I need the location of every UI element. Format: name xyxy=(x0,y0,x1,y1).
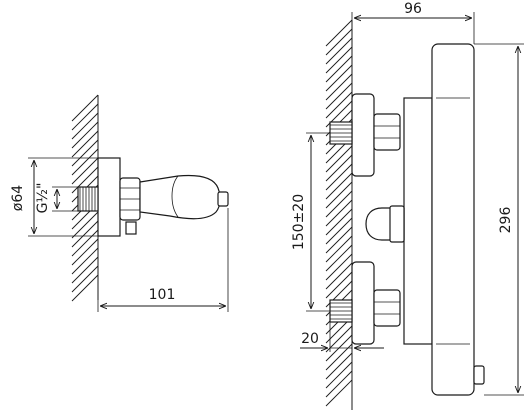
width-label: 96 xyxy=(404,1,422,17)
lower-flange xyxy=(351,261,375,345)
hatch-line xyxy=(325,46,353,74)
hatch-line xyxy=(71,139,99,167)
spacing-label: 150±20 xyxy=(291,194,307,250)
hatch-line xyxy=(325,217,353,245)
connector-stub xyxy=(125,221,137,235)
hatch-line xyxy=(325,190,353,218)
dimension-depth: 101 xyxy=(97,208,229,312)
hatch-line xyxy=(325,163,353,191)
hatch-line xyxy=(71,238,99,266)
upper-flange xyxy=(351,93,375,177)
hatch-line xyxy=(325,145,353,173)
hatch-line xyxy=(325,181,353,209)
wall-flange xyxy=(97,157,121,237)
hatch-line xyxy=(325,82,353,110)
height-label: 296 xyxy=(498,207,514,234)
hatch-line xyxy=(325,379,353,407)
thread-label: G½" xyxy=(35,183,51,214)
lower-thread xyxy=(329,299,353,323)
dimension-spacing: 150±20 xyxy=(291,132,330,312)
hatch-line xyxy=(325,55,353,83)
hatch-line xyxy=(325,262,353,290)
hatch-line xyxy=(71,220,99,248)
side-view: ø64 G½" 101 xyxy=(10,94,229,312)
hatch-line xyxy=(325,361,353,389)
hatch-line xyxy=(325,352,353,380)
hatch-line xyxy=(71,274,99,302)
diameter-label: ø64 xyxy=(10,185,26,211)
hex-nut xyxy=(119,177,141,221)
depth-label: 101 xyxy=(149,287,176,303)
hatch-line xyxy=(325,73,353,101)
dimension-height: 296 xyxy=(474,43,524,396)
offset-label: 20 xyxy=(301,331,319,347)
mixer-main-body xyxy=(431,43,475,396)
upper-thread xyxy=(329,121,353,145)
knob-tip xyxy=(217,191,229,207)
hatch-line xyxy=(325,37,353,65)
dimension-offset: 20 xyxy=(300,322,384,352)
hatch-line xyxy=(71,94,99,122)
dimension-diameter: ø64 xyxy=(10,157,98,237)
hatch-line xyxy=(325,199,353,227)
lower-nut xyxy=(373,289,401,327)
hatch-line xyxy=(325,172,353,200)
dimension-thread: G½" xyxy=(35,183,78,214)
hatch-line xyxy=(325,19,353,47)
hatch-line xyxy=(325,154,353,182)
hatch-line xyxy=(325,244,353,272)
hatch-line xyxy=(325,28,353,56)
hatch-line xyxy=(325,226,353,254)
hatch-line xyxy=(325,370,353,398)
hatch-line xyxy=(71,148,99,176)
hatch-line xyxy=(71,157,99,185)
hatch-line xyxy=(71,130,99,158)
dimension-width: 96 xyxy=(351,1,475,44)
hatch-line xyxy=(325,64,353,92)
hatch-line xyxy=(71,247,99,275)
hatch-line xyxy=(325,271,353,299)
hatch-line xyxy=(325,235,353,263)
upper-nut xyxy=(373,113,401,151)
hatch-line xyxy=(325,253,353,281)
mixer-body-side xyxy=(139,174,221,220)
hatch-line xyxy=(71,211,99,239)
hatch-line xyxy=(71,112,99,140)
hatch-line xyxy=(71,265,99,293)
hatch-line xyxy=(71,166,99,194)
outlet-stub xyxy=(473,365,485,385)
hatch-line xyxy=(325,208,353,236)
middle-knob xyxy=(365,205,405,243)
hatch-line xyxy=(71,256,99,284)
hatch-line xyxy=(71,121,99,149)
hatch-line xyxy=(325,91,353,119)
hatch-line xyxy=(71,229,99,257)
thread-inlet xyxy=(77,186,99,212)
front-view: 96 296 150±20 20 xyxy=(291,1,524,410)
mixer-backplate xyxy=(403,97,433,345)
hatch-line xyxy=(71,103,99,131)
